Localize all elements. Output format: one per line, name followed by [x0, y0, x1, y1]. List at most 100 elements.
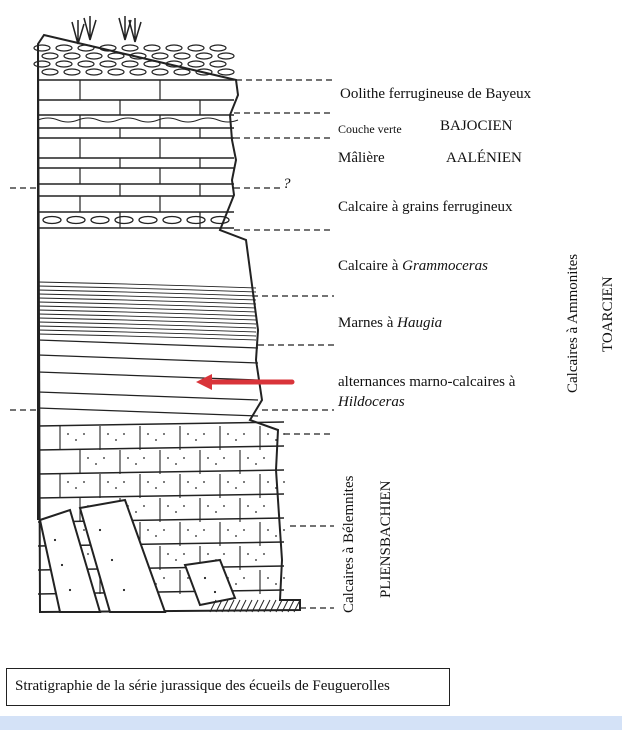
oolite-nodule	[209, 60, 227, 68]
oolite-nodule	[143, 44, 161, 52]
limestone-dot	[147, 433, 149, 435]
oolite-nodule	[209, 44, 227, 52]
bottom-band	[0, 716, 622, 730]
oolite-nodule	[151, 68, 169, 76]
oolite-nodule	[195, 68, 213, 76]
basement-block	[78, 498, 167, 613]
vegetation	[71, 20, 85, 45]
ferruginous-grain	[162, 215, 182, 225]
limestone-dot	[115, 487, 117, 489]
belemnite-bed	[37, 421, 285, 427]
base-hatch	[293, 599, 301, 613]
limestone-dot	[223, 457, 225, 459]
base-hatch	[227, 599, 235, 613]
oolite-nodule	[173, 68, 191, 76]
limestone-dot	[87, 457, 89, 459]
label-maliere: Mâlière	[338, 150, 385, 166]
limestone-dot	[143, 505, 145, 507]
basement-dot	[60, 563, 64, 567]
oolite-nodule	[173, 52, 191, 60]
limestone-dot	[227, 529, 229, 531]
oolite-nodule	[195, 52, 213, 60]
oolite-nodule	[99, 60, 117, 68]
limestone-dot	[103, 457, 105, 459]
vlabel-calcaires-belemnites: Calcaires à Bélemnites	[341, 475, 357, 613]
limestone-dot	[175, 559, 177, 561]
limestone-dot	[275, 535, 277, 537]
limestone-dot	[167, 553, 169, 555]
oolite-nodule	[63, 68, 81, 76]
basement-dot	[213, 590, 217, 594]
vlabel-pliensbachien: PLIENSBACHIEN	[378, 480, 394, 598]
oolite-nodule	[85, 52, 103, 60]
limestone-dot	[203, 529, 205, 531]
alternance-bed	[37, 407, 259, 417]
basement-block	[38, 508, 102, 613]
limestone-dot	[67, 481, 69, 483]
limestone-dot	[183, 553, 185, 555]
oolite-nodule	[165, 44, 183, 52]
limestone-dot	[123, 481, 125, 483]
limestone-dot	[223, 553, 225, 555]
limestone-dot	[175, 511, 177, 513]
limestone-dot	[243, 433, 245, 435]
base-hatch	[263, 599, 271, 613]
oolite-nodule	[143, 60, 161, 68]
ferruginous-grain	[42, 215, 62, 225]
limestone-dot	[235, 439, 237, 441]
marl-lamina	[37, 333, 257, 341]
limestone-dot	[263, 505, 265, 507]
basement-dot	[98, 528, 102, 532]
label-bajocien: BAJOCIEN	[440, 118, 513, 134]
limestone-dot	[283, 481, 285, 483]
oolite-nodule	[121, 44, 139, 52]
base-hatch	[281, 599, 289, 613]
limestone-dot	[275, 439, 277, 441]
oolite-nodule	[33, 44, 51, 52]
limestone-dot	[255, 511, 257, 513]
label-couche-verte: Couche verte	[338, 122, 402, 136]
belemnite-bed	[37, 517, 285, 523]
limestone-dot	[223, 505, 225, 507]
limestone-dot	[147, 529, 149, 531]
oolite-nodule	[41, 52, 59, 60]
limestone-dot	[67, 433, 69, 435]
oolite-nodule	[55, 60, 73, 68]
limestone-dot	[163, 433, 165, 435]
ferruginous-grain	[90, 215, 110, 225]
alternance-bed	[37, 371, 259, 381]
basement-dot	[53, 538, 57, 542]
label-grammoceras: Calcaire à Grammoceras	[338, 258, 488, 275]
label-oolithe: Oolithe ferrugineuse de Bayeux	[340, 86, 532, 102]
ferruginous-grain	[66, 215, 86, 225]
limestone-dot	[235, 535, 237, 537]
ferruginous-grain	[138, 215, 158, 225]
basement-dot	[203, 576, 207, 580]
label-question-mark: ?	[283, 176, 291, 192]
oolite-nodule	[107, 68, 125, 76]
label-haugia: Marnes à Haugia	[338, 315, 442, 332]
basement-dot	[110, 558, 114, 562]
couche-verte-texture	[37, 117, 239, 123]
oolite-nodule	[41, 68, 59, 76]
haugia-prefix: Marnes à	[338, 315, 398, 331]
marl-lamina	[37, 309, 257, 317]
figure-caption: Stratigraphie de la série jurassique des…	[6, 668, 450, 706]
limestone-dot	[267, 577, 269, 579]
marl-lamina	[37, 301, 257, 309]
limestone-dot	[87, 553, 89, 555]
oolite-nodule	[99, 44, 117, 52]
oolite-nodule	[121, 60, 139, 68]
limestone-dot	[195, 487, 197, 489]
limestone-dot	[163, 577, 165, 579]
oolite-nodule	[77, 44, 95, 52]
alternance-bed	[37, 339, 259, 349]
oolite-nodule	[187, 44, 205, 52]
oolite-nodule	[165, 60, 183, 68]
limestone-dot	[195, 439, 197, 441]
alternance-bed	[37, 354, 259, 364]
oolite-nodule	[85, 68, 103, 76]
limestone-dot	[143, 457, 145, 459]
limestone-dot	[247, 553, 249, 555]
